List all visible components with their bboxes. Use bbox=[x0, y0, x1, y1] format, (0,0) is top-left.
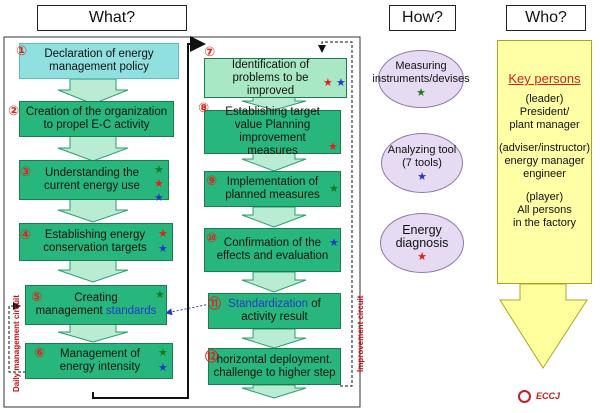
header-who: Who? bbox=[506, 5, 586, 31]
who-down-arrow bbox=[499, 283, 588, 369]
tool-analyzing-line1: Analyzing tool bbox=[387, 143, 457, 156]
header-what-label: What? bbox=[88, 9, 136, 26]
daily-loop bbox=[8, 302, 26, 373]
left-flow-arrows bbox=[57, 78, 129, 343]
star-blue-icon: ★ bbox=[336, 76, 346, 89]
step-6-text: Management of energy intensity bbox=[59, 348, 141, 373]
step-12-number: ⑫ bbox=[205, 350, 219, 365]
step-1-box: Declaration of energy management policy bbox=[19, 43, 179, 79]
step-6-box: Management of energy intensity bbox=[25, 343, 173, 379]
step-9-box: Implementation of planned measures bbox=[204, 171, 341, 207]
what-column-frame bbox=[3, 36, 361, 408]
adviser-group: (adviser/instructor) energy manager engi… bbox=[498, 142, 591, 181]
header-how-label: How? bbox=[402, 9, 443, 26]
tool-measuring-line2: instruments/devises bbox=[372, 72, 470, 85]
tool-analyzing-line2: (7 tools) bbox=[402, 156, 442, 169]
eccj-logo: ECCJ bbox=[518, 386, 588, 406]
step-3-number: ③ bbox=[20, 165, 32, 180]
step-5-standards-text: standards bbox=[105, 305, 157, 317]
tool-energy-diagnosis: Energy diagnosis ★ bbox=[380, 213, 464, 273]
step-4-box: Establishing energy conservation targets bbox=[19, 223, 173, 261]
star-red-icon: ★ bbox=[323, 76, 333, 89]
leader-group: (leader) President/ plant manager bbox=[498, 93, 591, 132]
daily-management-circuit-label: Daily management circuit bbox=[12, 295, 21, 392]
header-what: What? bbox=[37, 5, 187, 31]
step-1-text: Declaration of energy management policy bbox=[44, 48, 154, 73]
step-5-text-b: management bbox=[35, 305, 106, 317]
step-11-standardization-text: Standardization bbox=[228, 298, 309, 310]
star-blue-icon: ★ bbox=[417, 169, 427, 183]
tool-measuring-line1: Measuring bbox=[395, 59, 447, 72]
header-how: How? bbox=[389, 5, 456, 31]
header-who-label: Who? bbox=[525, 9, 567, 26]
step-10-number: ⑩ bbox=[206, 231, 218, 246]
star-green-icon: ★ bbox=[329, 182, 339, 195]
step-2-box: Creation of the organization to propel E… bbox=[19, 101, 174, 137]
step-8-box: Establishing target value Planning impro… bbox=[204, 106, 341, 157]
star-green-icon: ★ bbox=[158, 346, 168, 359]
step-12-text: horizontal deployment. challenge to high… bbox=[213, 353, 336, 379]
step-11-text: of activity result bbox=[241, 298, 321, 323]
eccj-logo-mark-icon bbox=[518, 389, 531, 403]
star-green-icon: ★ bbox=[155, 288, 165, 301]
step-9-text: Implementation of planned measures bbox=[225, 176, 320, 201]
tool-measuring-instruments: Measuring instruments/devises ★ bbox=[372, 50, 470, 108]
step-11-number: ⑪ bbox=[208, 297, 222, 312]
star-green-icon: ★ bbox=[154, 163, 164, 176]
step-5-number: ⑤ bbox=[31, 290, 43, 305]
step-2-text: Creation of the organization to propel E… bbox=[25, 106, 168, 131]
adviser-line1: energy manager bbox=[504, 155, 585, 167]
standardization-feedback-arrow bbox=[165, 303, 211, 316]
star-blue-icon: ★ bbox=[158, 361, 168, 374]
tool-analyzing: Analyzing tool (7 tools) ★ bbox=[381, 133, 463, 193]
improvement-circuit-label: Improvement circuit bbox=[356, 295, 365, 372]
step-4-text: Establishing energy conservation targets bbox=[43, 229, 147, 254]
star-blue-icon: ★ bbox=[154, 191, 164, 204]
step-5-text: Creating bbox=[74, 292, 118, 304]
step-10-box: Confirmation of the effects and evaluati… bbox=[204, 228, 341, 272]
star-red-icon: ★ bbox=[154, 177, 164, 190]
step-7-number: ⑦ bbox=[204, 45, 216, 60]
player-role: (player) bbox=[525, 191, 564, 203]
player-group: (player) All persons in the factory bbox=[498, 191, 591, 230]
leader-role: (leader) bbox=[525, 93, 564, 105]
star-red-icon: ★ bbox=[417, 249, 427, 263]
step-9-number: ⑨ bbox=[206, 174, 218, 189]
right-flow-arrows bbox=[241, 96, 307, 399]
improvement-loop bbox=[318, 41, 353, 387]
step-3-text: Understanding the current energy use bbox=[44, 167, 140, 192]
step-5-box: Creating management standards bbox=[25, 285, 167, 325]
left-to-right-connector bbox=[92, 36, 206, 399]
step-3-box: Understanding the current energy use bbox=[19, 160, 169, 200]
leader-line2: plant manager bbox=[509, 119, 580, 131]
key-persons-title: Key persons bbox=[508, 71, 581, 86]
tool-diagnosis-label: Energy diagnosis bbox=[395, 222, 449, 250]
step-11-box: Standardization of activity result bbox=[208, 293, 341, 329]
step-4-number: ④ bbox=[20, 228, 32, 243]
step-8-text: Establishing target value Planning impro… bbox=[225, 106, 320, 157]
star-red-icon: ★ bbox=[328, 140, 338, 153]
step-7-text: Identification of problems to be improve… bbox=[231, 58, 310, 97]
star-blue-icon: ★ bbox=[329, 236, 339, 249]
star-blue-icon: ★ bbox=[158, 242, 168, 255]
step-6-number: ⑥ bbox=[34, 346, 46, 361]
step-7-box: Identification of problems to be improve… bbox=[204, 58, 347, 98]
step-8-number: ⑧ bbox=[198, 101, 210, 116]
adviser-role: (adviser/instructor) bbox=[498, 142, 591, 154]
step-2-number: ② bbox=[8, 104, 20, 119]
star-green-icon: ★ bbox=[416, 85, 426, 99]
step-12-box: horizontal deployment. challenge to high… bbox=[208, 348, 341, 385]
leader-line1: President/ bbox=[519, 106, 570, 118]
star-red-icon: ★ bbox=[158, 227, 168, 240]
step-1-number: ① bbox=[16, 44, 28, 59]
eccj-logo-text: ECCJ bbox=[536, 391, 561, 401]
adviser-line2: engineer bbox=[523, 168, 566, 180]
player-line1: All persons bbox=[517, 204, 572, 216]
player-line2: in the factory bbox=[513, 217, 576, 229]
key-persons-panel: Key persons (leader) President/ plant ma… bbox=[497, 40, 592, 284]
step-10-text: Confirmation of the effects and evaluati… bbox=[216, 237, 329, 262]
